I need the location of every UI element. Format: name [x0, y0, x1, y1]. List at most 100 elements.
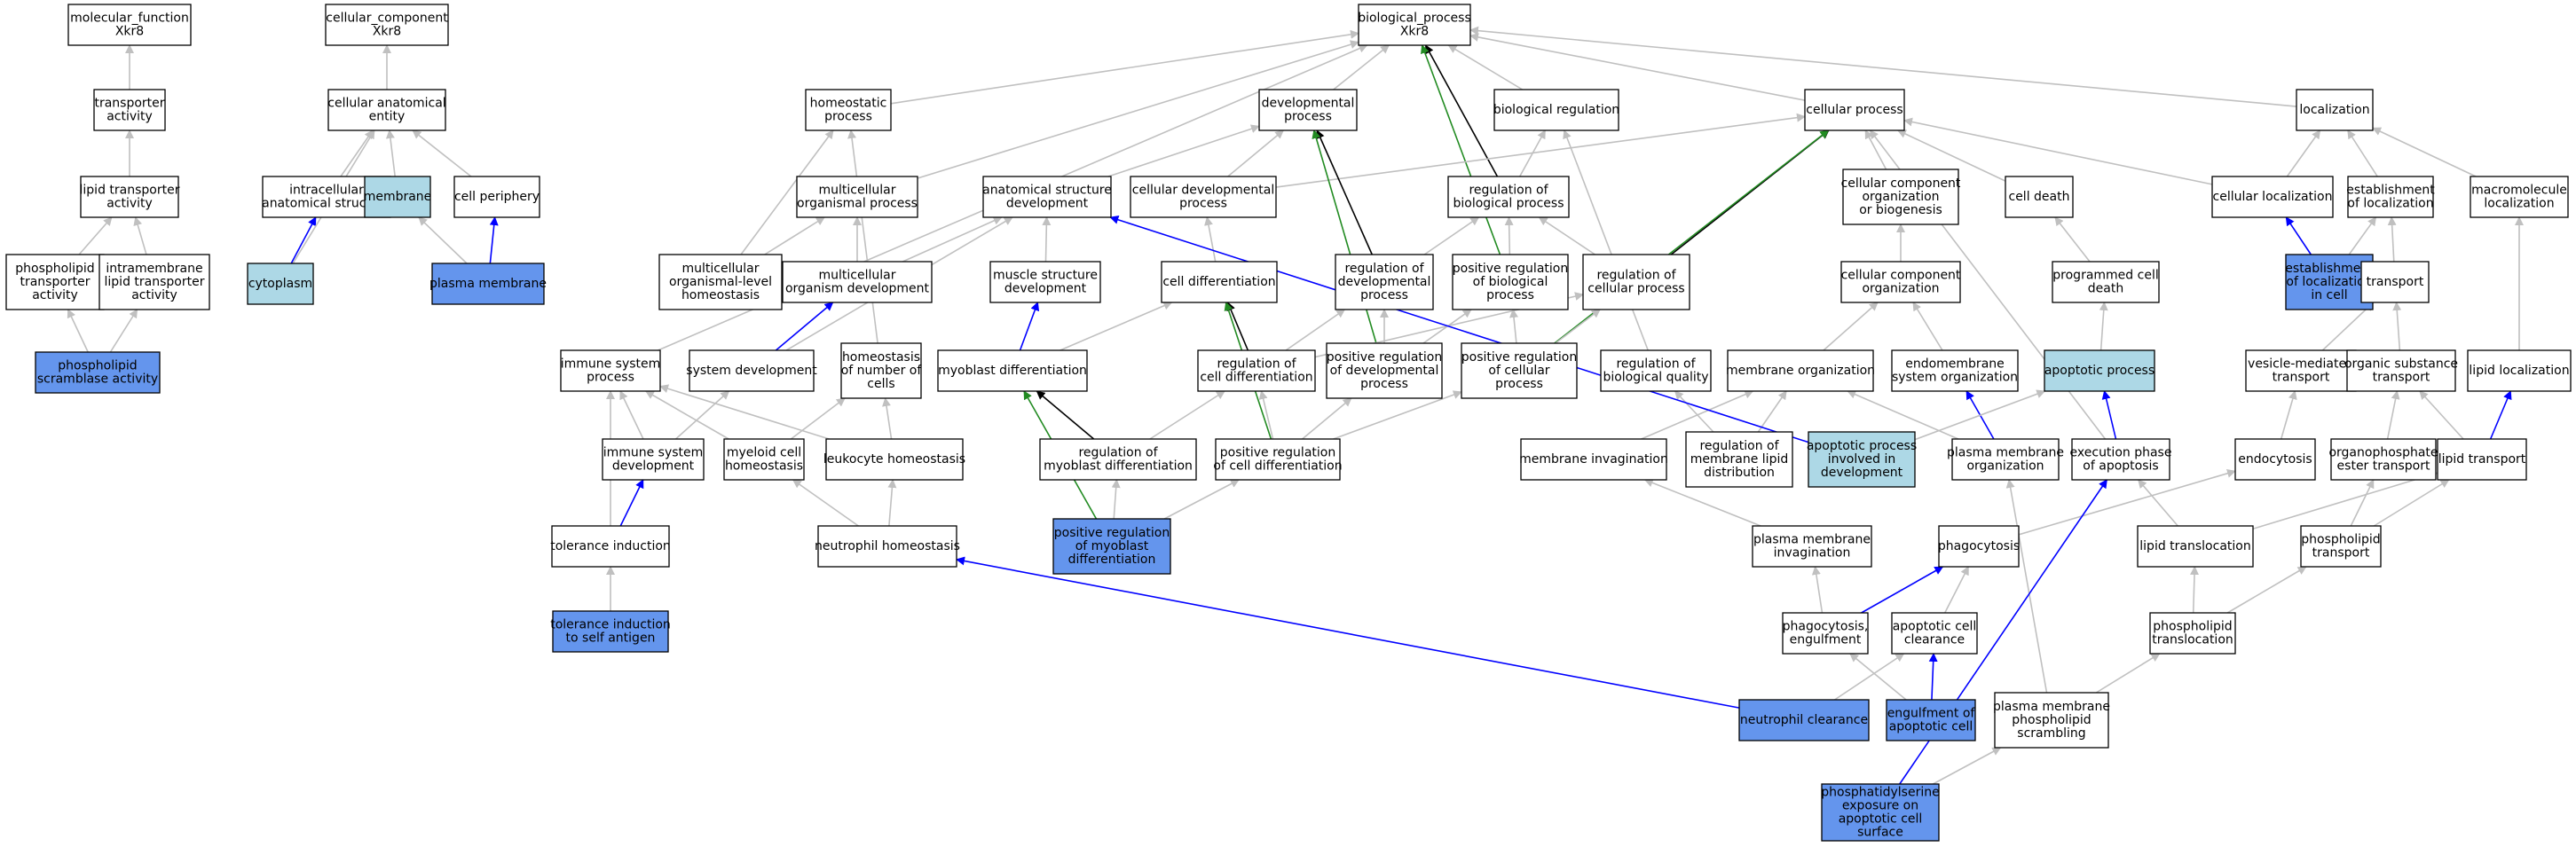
node-label: biological regulation: [1493, 103, 1619, 117]
node-label: of developmental: [1330, 364, 1439, 378]
edge-is-a: [1285, 309, 1346, 351]
node-label: lipid transporter: [80, 184, 180, 198]
node-label: process: [1284, 110, 1332, 124]
node-label: cell differentiation: [1162, 275, 1275, 289]
node-label: clearance: [1904, 633, 1965, 647]
node-box: [364, 176, 431, 218]
edge-is-a: [2252, 470, 2438, 530]
node-label: regulation of: [1469, 184, 1548, 198]
node-label: activity: [131, 288, 177, 302]
node-label: phospholipid: [2153, 620, 2232, 634]
node-label: or biogenesis: [1859, 203, 1942, 217]
edge-is-a: [1643, 478, 1761, 527]
node-box: [2437, 438, 2527, 481]
node-label: cell death: [2009, 190, 2070, 204]
node-box: [1808, 431, 1916, 488]
edge-is-a: [1563, 129, 1649, 351]
edge-regulates: [1316, 129, 1373, 255]
edge-positively-regulates: [1554, 129, 1830, 344]
node-label: transport: [2273, 371, 2330, 385]
node-label: tolerance induction: [550, 618, 671, 632]
edge-is-a: [2095, 653, 2161, 694]
node-box: [1582, 254, 1690, 310]
node-label: exposure on: [1842, 799, 1918, 813]
node-box: [982, 176, 1112, 218]
node-label: transporter: [20, 275, 90, 289]
edge-is-a: [1538, 216, 1595, 255]
node-label: development: [612, 459, 695, 474]
edge-is-a: [882, 397, 893, 440]
edge-is-a: [1864, 129, 1887, 170]
node-label: cell differentiation: [1200, 371, 1312, 385]
edge-part-of: [1109, 216, 1809, 443]
node-label: positive regulation: [1461, 350, 1577, 365]
node-box: [1039, 438, 1197, 481]
edge-is-a: [2350, 479, 2375, 527]
edge-is-a: [1944, 566, 1969, 614]
node-label: scrambling: [2017, 726, 2085, 741]
node-box: [1447, 176, 1570, 218]
node-label: activity: [32, 288, 78, 302]
node-box: [2330, 438, 2437, 481]
node-box: [1994, 692, 2109, 749]
node-label: of cell differentiation: [1213, 459, 1342, 474]
edge-is-a: [2226, 566, 2307, 614]
edge-is-a: [1149, 390, 1225, 440]
edge-is-a: [1204, 216, 1217, 263]
node-box: [325, 4, 449, 46]
node-box: [2052, 261, 2160, 303]
node-label: phosphatidylserine: [1821, 786, 1939, 800]
node-label: localization: [2484, 197, 2554, 211]
node-box: [2149, 612, 2236, 655]
edge-is-a: [1302, 397, 1352, 440]
edge-part-of: [290, 216, 317, 264]
node-label: membrane lipid: [1690, 452, 1789, 467]
node-box: [1335, 254, 1434, 310]
node-label: phospholipid: [2012, 713, 2091, 727]
edge-is-a: [2005, 479, 2048, 694]
node-box: [1685, 431, 1793, 488]
node-label: activity: [106, 197, 153, 211]
node-biological-regulation: biological regulation: [1493, 89, 1619, 131]
edge-part-of: [2285, 216, 2312, 255]
node-box: [1197, 349, 1316, 392]
node-box: [1130, 176, 1277, 218]
node-label: organization: [1966, 459, 2044, 474]
node-box: [602, 438, 705, 481]
node-box: [1886, 699, 1976, 741]
edge-part-of: [1019, 302, 1040, 351]
node-label: organization: [1862, 282, 1939, 296]
node-label: apoptotic cell: [1893, 620, 1977, 634]
node-label: localization: [2299, 103, 2369, 117]
edge-is-a: [917, 40, 1359, 179]
edge-part-of: [2489, 390, 2512, 440]
edge-is-a: [2286, 129, 2321, 177]
node-label: developmental: [1262, 97, 1355, 111]
node-box: [1842, 169, 1959, 225]
edge-is-a: [1849, 653, 1907, 701]
node-label: of localization: [2347, 197, 2433, 211]
node-label: activity: [106, 110, 153, 124]
node-label: multicellular: [819, 269, 896, 283]
node-label: apoptotic process: [1807, 439, 1917, 453]
node-plasma-membrane: plasma membrane: [429, 263, 547, 305]
node-label: distribution: [1704, 466, 1775, 480]
edge-is-a: [1469, 32, 1806, 101]
node-apoptotic-process: apoptotic process: [2044, 349, 2155, 392]
node-box: [1840, 261, 1961, 303]
node-label: Xkr8: [373, 25, 401, 39]
node-label: molecular_function: [70, 12, 189, 26]
node-label: of myoblast: [1075, 539, 1149, 553]
edge-is-a: [2348, 216, 2377, 255]
edge-part-of: [619, 479, 644, 527]
node-label: lipid translocation: [2139, 539, 2250, 553]
edge-is-a: [1847, 389, 1959, 440]
edge-part-of: [956, 556, 1740, 709]
node-box: [1452, 254, 1569, 310]
